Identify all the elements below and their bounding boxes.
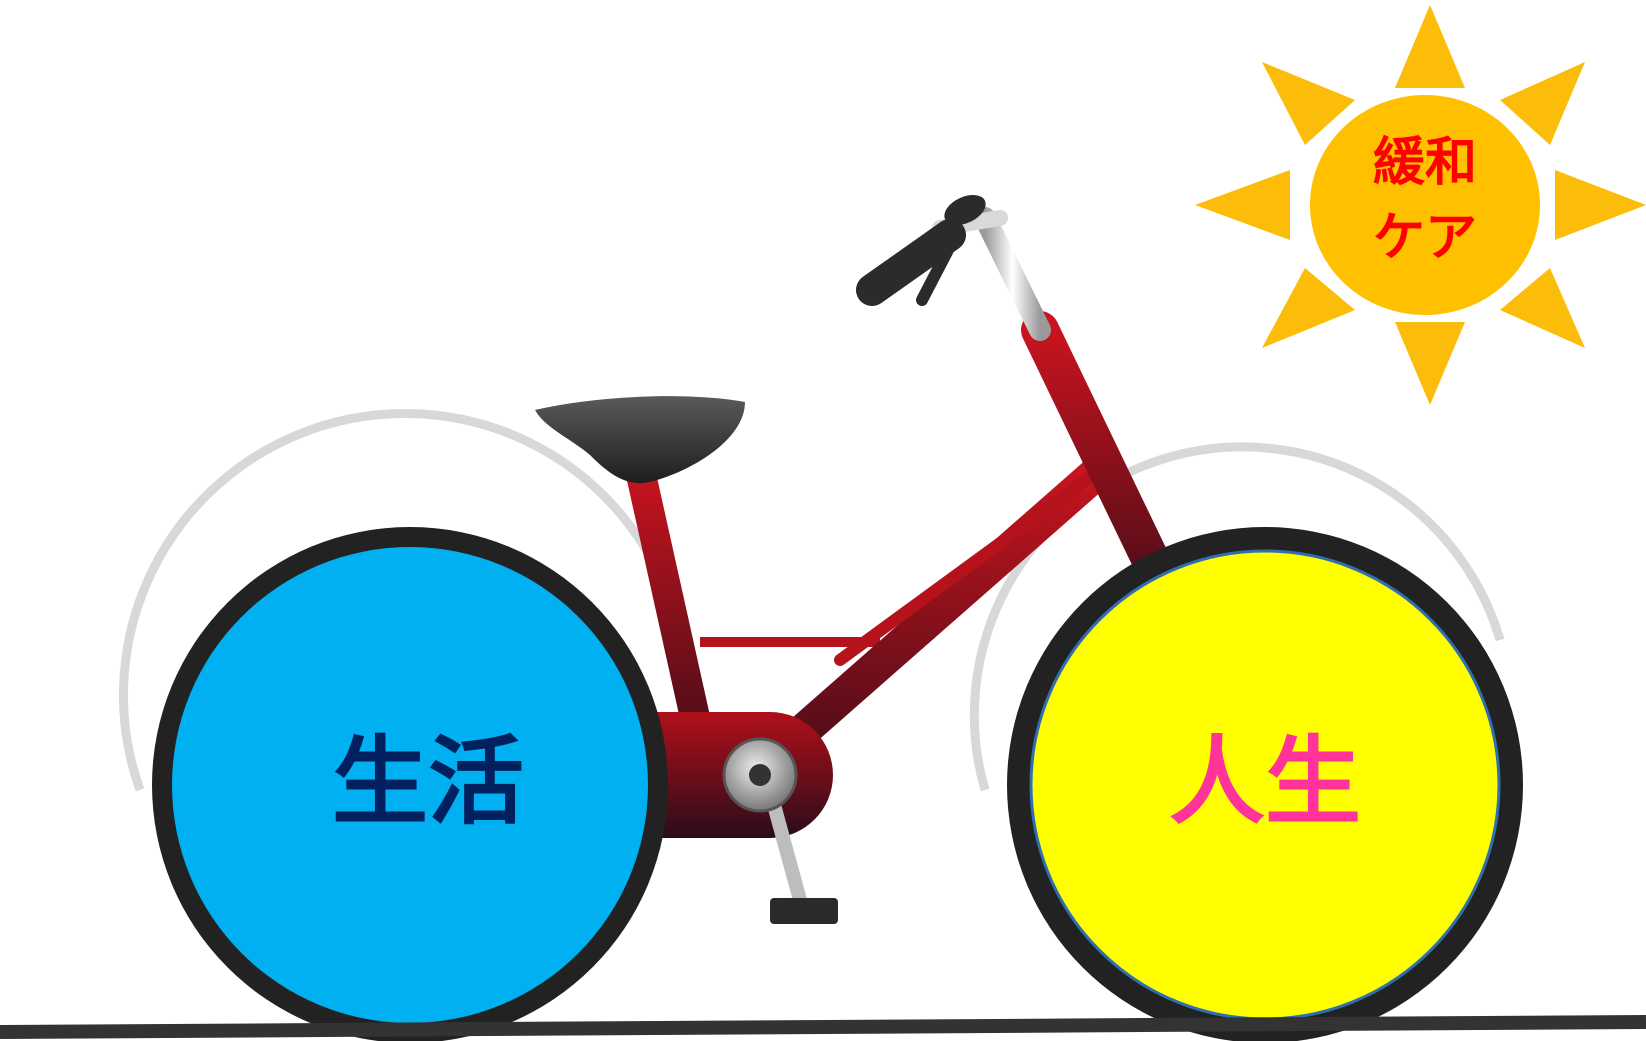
pedal-icon: [770, 898, 838, 924]
sun-core: [1310, 95, 1540, 315]
rear-wheel: 生活: [152, 527, 668, 1041]
handlebar-stem: [974, 207, 1051, 341]
bike-seat: [535, 396, 745, 484]
handlebar-grip: [856, 219, 966, 306]
front-fender: [969, 442, 1505, 792]
sun-label-line1: 緩和: [1373, 133, 1477, 193]
handlebar-end-cap: [944, 194, 986, 226]
down-tube: [753, 453, 1117, 777]
crank: [722, 737, 838, 924]
sun-rays: [1195, 5, 1646, 405]
ground-line: [0, 1015, 1646, 1039]
front-wheel: 人生: [1007, 527, 1523, 1041]
brake-lever: [916, 244, 954, 306]
seat-tube: [625, 455, 715, 755]
top-tube: [834, 464, 1106, 666]
rear-wheel-disc: [172, 547, 648, 1023]
front-wheel-label: 人生: [1169, 726, 1361, 838]
rear-fender: [118, 408, 675, 792]
seat-icon: [535, 396, 745, 484]
sun-label-line2: ケア: [1373, 208, 1477, 268]
sun-icon: 緩和 ケア: [1195, 5, 1646, 405]
rear-wheel-label: 生活: [332, 726, 524, 838]
handlebar: [856, 194, 1051, 341]
